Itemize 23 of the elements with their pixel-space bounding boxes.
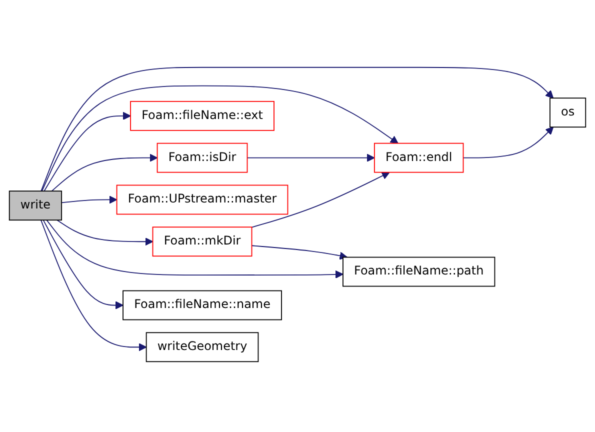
arrow bbox=[42, 219, 124, 309]
node-box: Foam::mkDir bbox=[152, 226, 252, 256]
node-box: os bbox=[550, 97, 586, 128]
arrow bbox=[46, 219, 344, 278]
node-box: write bbox=[8, 190, 62, 220]
node-box: Foam::endl bbox=[374, 142, 464, 172]
node-box: Foam::UPstream::master bbox=[116, 184, 288, 214]
arrow bbox=[51, 153, 158, 192]
arrow bbox=[40, 219, 147, 351]
arrow bbox=[56, 219, 154, 246]
arrow bbox=[40, 66, 554, 192]
arrow bbox=[251, 244, 348, 260]
arrow bbox=[251, 171, 390, 228]
node-box: writeGeometry bbox=[146, 332, 259, 362]
node-box: Foam::fileName::path bbox=[342, 256, 496, 286]
arrow bbox=[42, 84, 398, 192]
node-box: Foam::fileName::name bbox=[122, 290, 282, 320]
arrow bbox=[61, 195, 118, 204]
arrow bbox=[44, 111, 131, 192]
node-box: Foam::fileName::ext bbox=[130, 100, 274, 130]
node-box: Foam::isDir bbox=[156, 142, 248, 172]
arrow bbox=[246, 153, 375, 162]
arrow bbox=[462, 126, 554, 158]
